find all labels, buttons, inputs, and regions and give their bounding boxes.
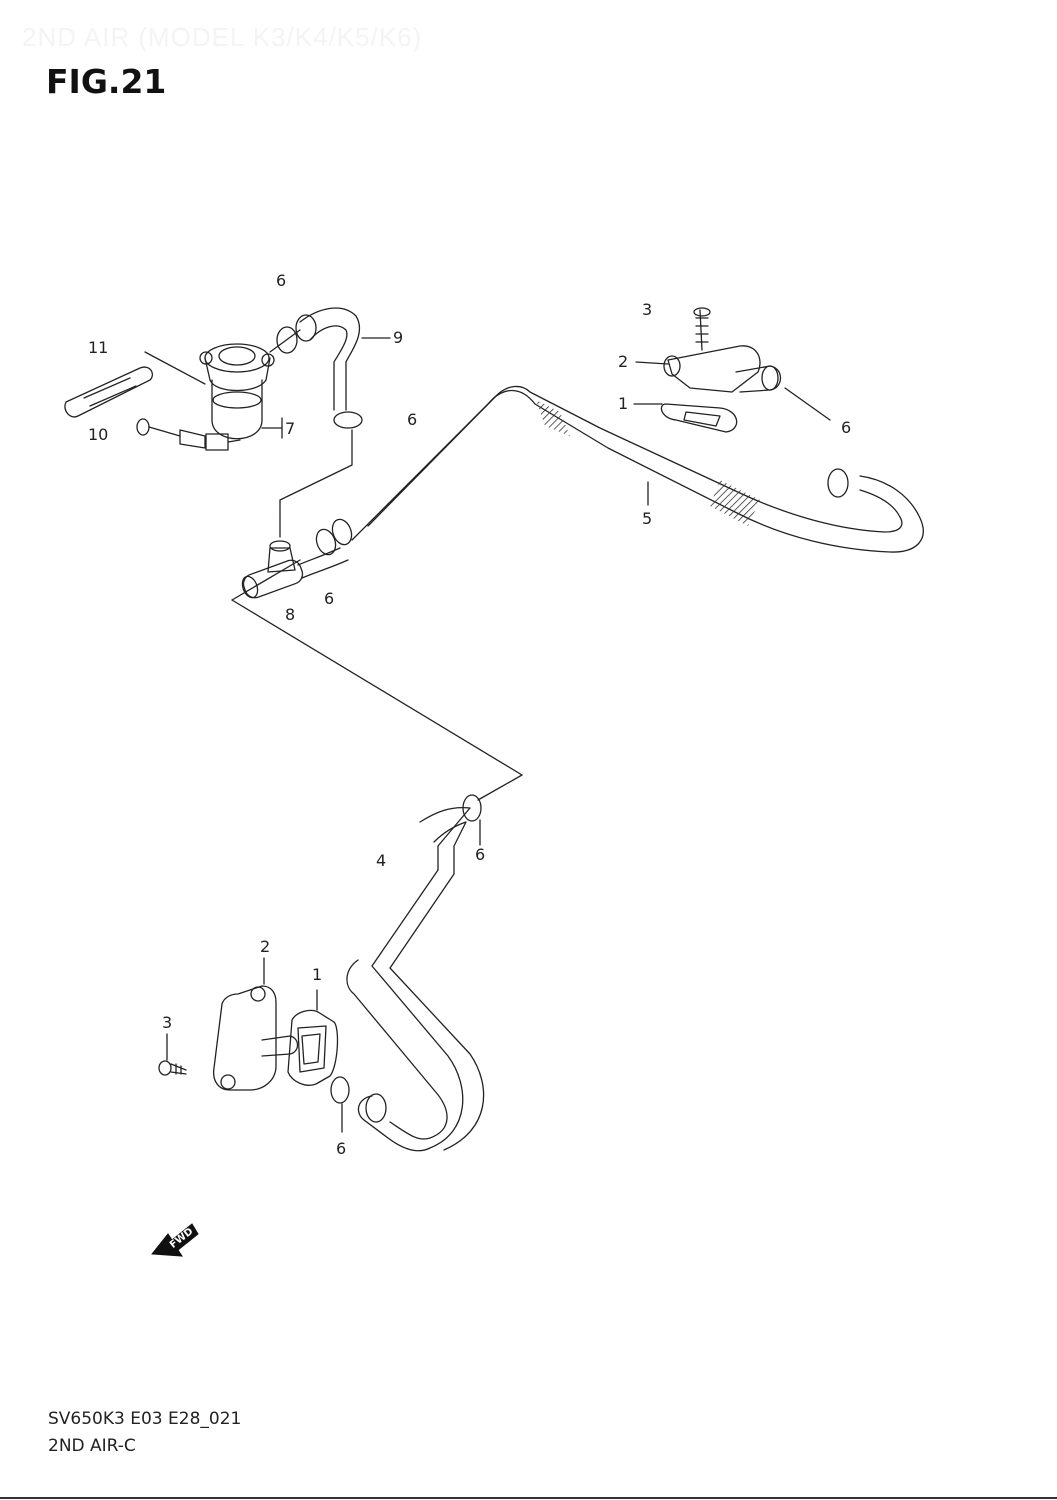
- callout-1-bottom: 1: [312, 965, 322, 984]
- hose-sleeve-top: [536, 400, 570, 436]
- hose-part-9: [295, 307, 391, 411]
- callout-1-right: 1: [618, 394, 628, 413]
- bottom-border: [0, 1497, 1057, 1499]
- clamp-6-right: [827, 468, 849, 498]
- footer-diagram-name: 2ND AIR-C: [48, 1436, 136, 1456]
- callout-3-bottom: 3: [162, 1013, 172, 1032]
- callout-8: 8: [285, 605, 295, 624]
- hose-sleeve-right: [710, 480, 760, 526]
- callout-6-mid: 6: [407, 410, 417, 429]
- clamp-6-top: [276, 326, 298, 354]
- reed-valve-right: [633, 307, 831, 433]
- clamp-6-lower: [462, 794, 482, 822]
- callout-6-left: 6: [324, 589, 334, 608]
- figure-title: FIG.21: [46, 62, 167, 101]
- clamp-6-bottom: [330, 1076, 350, 1104]
- leader-lower-b: [477, 774, 523, 801]
- callout-2-right: 2: [618, 352, 628, 371]
- callout-6-lower: 6: [475, 845, 485, 864]
- footer-diagram-code: SV650K3 E03 E28_021: [48, 1409, 242, 1429]
- callout-2-bottom: 2: [260, 937, 270, 956]
- fwd-arrow-icon: FWD: [151, 1223, 199, 1257]
- clamp-6-mid: [333, 411, 363, 429]
- callout-6-right: 6: [841, 418, 851, 437]
- hose-part-5: [351, 385, 924, 553]
- callout-5: 5: [642, 509, 652, 528]
- reed-valve-bottom: [158, 957, 339, 1091]
- valve-part-7: [199, 329, 301, 440]
- clamp-6-joint: [315, 518, 353, 556]
- hose-part-4: [346, 806, 485, 1152]
- callout-9: 9: [393, 328, 403, 347]
- leader-8: [231, 559, 301, 601]
- header-watermark: 2ND AIR (MODEL K3/K4/K5/K6): [22, 22, 423, 52]
- callout-3-right: 3: [642, 300, 652, 319]
- bracket-part-11: [64, 351, 206, 418]
- callout-10: 10: [88, 425, 108, 444]
- joint-part-8: [241, 514, 349, 599]
- callout-6-bottom: 6: [336, 1139, 346, 1158]
- leader-lower: [231, 599, 523, 776]
- callout-6-top: 6: [276, 271, 286, 290]
- callout-7: 7: [285, 419, 295, 438]
- screw-part-10: [136, 418, 241, 451]
- callout-11: 11: [88, 338, 108, 357]
- callout-4: 4: [376, 851, 386, 870]
- leader-clamp-mid: [279, 429, 353, 516]
